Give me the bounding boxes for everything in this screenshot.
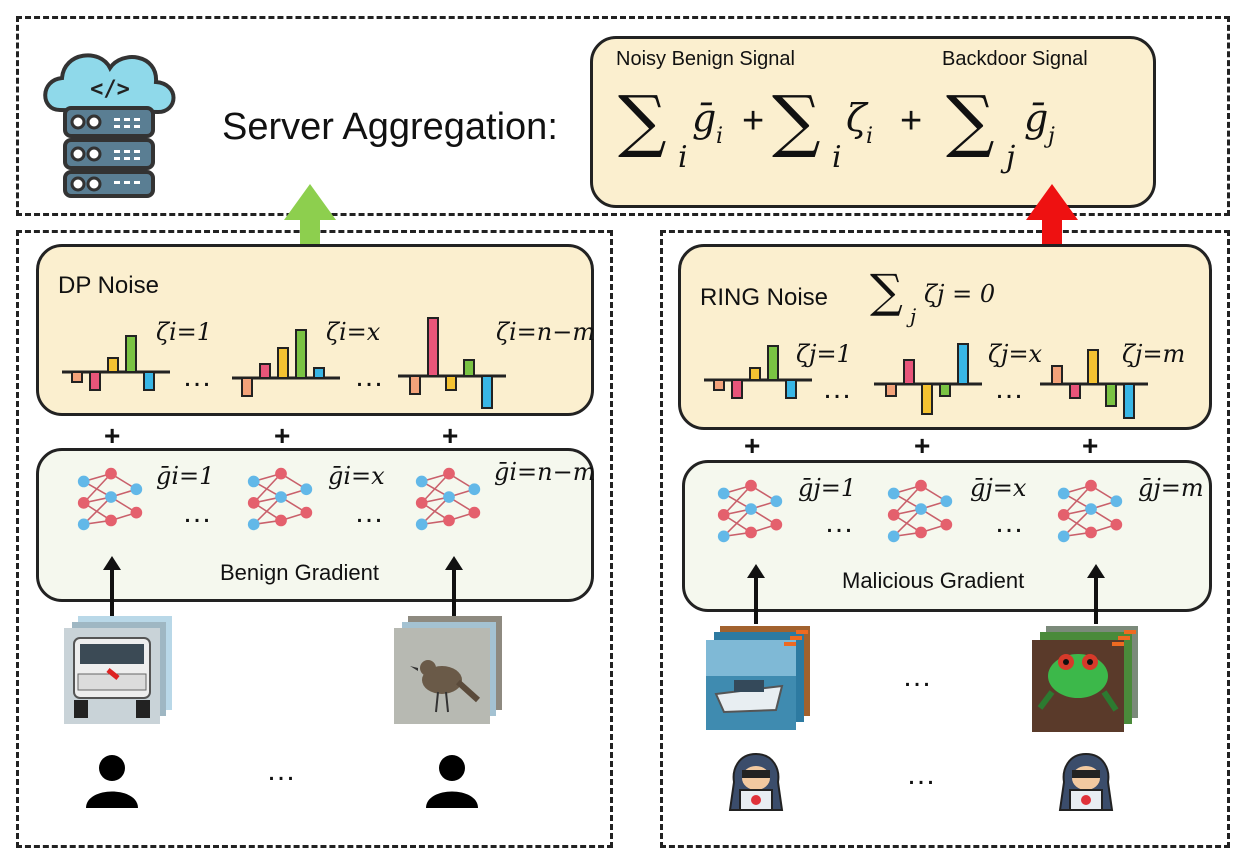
code-brackets-icon: </> [90,77,130,102]
upload-arrow [747,564,765,624]
dp-noise-label-3: ζi=n−m [496,318,596,346]
ring-noise-label-1: ζj=1 [796,340,852,368]
server-aggregation-label: Server Aggregation: [222,106,558,148]
zeta-i-term: ζ [846,96,867,140]
neural-network-icon [415,467,481,531]
dp-noise-box [36,244,594,416]
sum-index-2: i [832,140,842,175]
plus-sign: + [914,430,931,461]
gbar-label-1: ḡi=1 [156,462,215,490]
dp-noise-bars-2 [232,329,340,397]
upload-arrow [1087,564,1105,624]
ellipsis: … [266,754,296,787]
neural-network-icon [77,467,143,531]
truck-image-icon [64,616,172,724]
dp-noise-label-1: ζi=1 [156,318,213,346]
bird-image-icon [394,616,502,724]
plus-sign: + [104,420,121,451]
malicious-gradient-title: Malicious Gradient [842,568,1025,593]
neural-network-icon [717,479,783,543]
ellipsis: … [354,496,384,529]
ellipsis: … [824,506,854,539]
ring-sum-constraint: ζj = 0 [924,280,996,308]
plus-sign: + [274,420,291,451]
ring-sum-symbol: ∑ [870,264,903,318]
sum-symbol-1: ∑ [618,82,667,161]
hacker-icon [1058,752,1114,811]
ring-noise-bars-2 [874,343,982,415]
plus-sign-2: + [900,100,923,142]
ring-sum-index: j [910,304,917,328]
gbar-label-j2: ḡj=x [970,474,1027,502]
gbar-i-term: ḡ [692,96,717,140]
svg-text:</>: </> [90,77,130,102]
ellipsis: … [994,506,1024,539]
ring-noise-label-3: ζj=m [1122,340,1186,368]
sum-symbol-2: ∑ [772,82,821,161]
neural-network-icon [247,467,313,531]
ring-noise-bars-3 [1040,349,1148,419]
server-cloud-icon: </> [43,53,176,198]
upload-arrow [103,556,121,616]
ellipsis: … [182,496,212,529]
frog-image-icon [1032,626,1138,732]
gbar-label-3: ḡi=n−m [494,458,596,486]
sum-symbol-3: ∑ [946,82,995,161]
gbar-label-j1: ḡj=1 [798,474,857,502]
user-icon [86,755,138,808]
ellipsis: … [182,360,212,393]
aggregation-formula-box [590,36,1156,208]
neural-network-icon [1057,479,1123,543]
gbar-i-subscript: i [716,124,724,149]
plus-sign: + [442,420,459,451]
upload-arrow [445,556,463,616]
ellipsis: … [994,372,1024,405]
ring-noise-bars-1 [704,345,812,399]
ellipsis: … [822,372,852,405]
hacker-icon [728,752,784,811]
gbar-label-j3: ḡj=m [1138,474,1204,502]
gbar-j-term: ḡ [1024,96,1049,140]
malicious-clients-panel [660,230,1230,848]
boat-image-icon [706,626,810,730]
benign-gradient-box [36,448,594,602]
plus-sign-1: + [742,100,765,142]
gbar-label-2: ḡi=x [328,462,385,490]
benign-gradient-title: Benign Gradient [220,560,379,585]
gbar-j-subscript: j [1048,124,1055,149]
ring-noise-title: RING Noise [700,284,829,311]
ring-noise-label-2: ζj=x [988,340,1043,368]
user-icon [426,755,478,808]
dp-noise-label-2: ζi=x [326,318,381,346]
ellipsis: … [902,660,932,693]
neural-network-icon [887,479,953,543]
zeta-i-subscript: i [866,124,874,149]
dp-noise-title: DP Noise [58,272,159,299]
plus-sign: + [1082,430,1099,461]
backdoor-signal-label: Backdoor Signal [942,48,1088,70]
dp-noise-bars-3 [398,317,506,409]
ellipsis: … [906,758,936,791]
noisy-benign-signal-label: Noisy Benign Signal [616,48,795,70]
server-panel [16,16,1230,216]
sum-index-1: i [678,140,688,175]
dp-noise-bars-1 [62,335,170,391]
ellipsis: … [354,360,384,393]
malicious-gradient-box [682,460,1212,612]
sum-index-3: j [1006,140,1016,175]
plus-sign: + [744,430,761,461]
